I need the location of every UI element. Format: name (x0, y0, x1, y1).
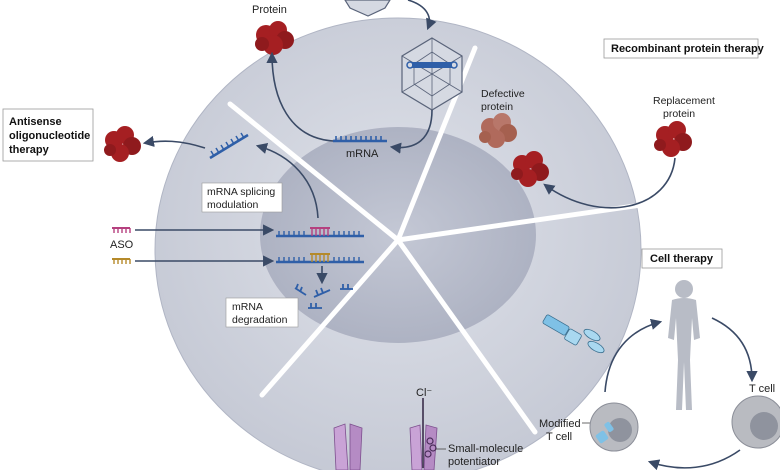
mrna-to-protein-arrow (266, 51, 334, 142)
modified-t-cell-icon (589, 402, 639, 452)
ion-channel-open-icon (409, 398, 438, 470)
cycle-arrow-left (604, 318, 663, 393)
splicing-arrow (255, 143, 319, 219)
replacement-protein-label-2: protein (663, 108, 695, 120)
viral-vector-entry-icon (344, 0, 391, 17)
replacement-protein-blob (654, 121, 692, 157)
aso-molecule-gold (112, 258, 131, 264)
t-cell-icon (731, 395, 780, 449)
antisense-label-1: Antisense (9, 116, 62, 128)
splicing-label-box (201, 182, 283, 213)
pre-mrna-strand-1 (276, 227, 364, 238)
replacement-protein-label-1: Replacement (653, 95, 715, 107)
recombinant-therapy-box (603, 38, 759, 59)
antisense-label-3: therapy (9, 144, 50, 156)
cycle-arrow-bottom (647, 449, 741, 470)
defective-protein-label-2: protein (481, 101, 513, 113)
mrna-to-left-protein-arrow (142, 135, 206, 149)
defective-protein-label-1: Defective (481, 88, 525, 100)
modified-t-cell-label-2: T cell (546, 431, 572, 443)
potentiator-label-1: Small-molecule (448, 443, 523, 455)
cycle-arrow-right (711, 317, 758, 383)
defective-protein-blob (479, 113, 517, 148)
recombinant-therapy-label: Recombinant protein therapy (611, 43, 765, 55)
degradation-label-1: mRNA (232, 301, 263, 313)
car-construct-icon (542, 314, 605, 354)
patient-silhouette-icon (668, 280, 700, 410)
vector-to-mrna-arrow (389, 109, 433, 154)
ion-channel-closed-icon (333, 423, 363, 470)
protein-blob-left (104, 126, 141, 162)
chloride-label: Cl⁻ (416, 387, 432, 399)
splicing-label-1: mRNA splicing (207, 186, 275, 198)
aso-molecule-pink (112, 227, 131, 233)
cell-therapy-label: Cell therapy (650, 253, 714, 265)
pre-mrna-strand-2 (276, 253, 364, 264)
aso-label: ASO (110, 239, 134, 251)
viral-vector-icon (401, 37, 463, 111)
mrna-label: mRNA (346, 148, 379, 160)
spliced-mrna-strand (209, 132, 249, 160)
mrna-strand-top (333, 136, 387, 143)
degraded-mrna-fragments (294, 283, 353, 309)
antisense-therapy-box (2, 108, 94, 162)
vector-entry-arrow (407, 0, 437, 31)
potentiator-label-2: potentiator (448, 456, 500, 468)
antisense-label-2: oligonucleotide (9, 130, 90, 142)
degradation-label-box (225, 297, 299, 328)
t-cell-label: T cell (749, 383, 775, 395)
protein-blob-top (255, 21, 294, 55)
degradation-label-2: degradation (232, 314, 288, 326)
splicing-label-2: modulation (207, 199, 259, 211)
modified-t-cell-label-1: Modified (539, 418, 581, 430)
protein-delivery-arrow (543, 157, 676, 209)
cell-therapy-box (641, 248, 723, 269)
protein-label: Protein (252, 4, 287, 16)
delivered-protein-blob (511, 151, 549, 187)
